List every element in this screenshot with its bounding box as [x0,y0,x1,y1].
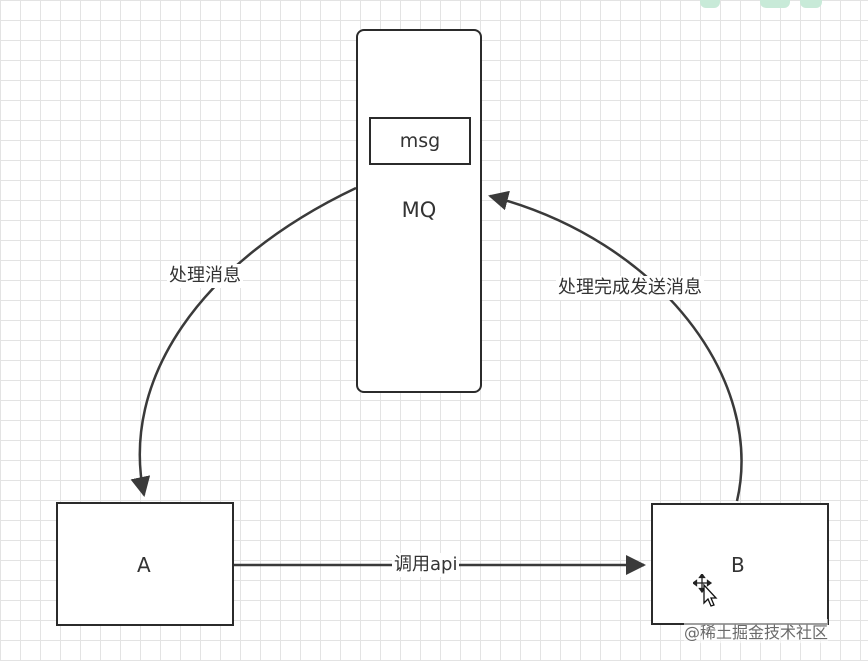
watermark: @稀土掘金技术社区 [684,619,829,643]
toolbar-decoration [700,0,822,8]
msg-box[interactable]: msg [369,117,471,165]
node-a[interactable] [56,502,234,626]
msg-label: msg [399,130,441,152]
mq-label: MQ [401,198,437,222]
deco-shape-2 [760,0,790,8]
node-a-label: A [137,553,151,577]
edge-label-done-send-message: 处理完成发送消息 [556,276,704,300]
deco-shape-1 [700,0,720,8]
edge-label-process-message: 处理消息 [167,264,243,288]
deco-shape-3 [800,0,822,8]
edge-label-call-api: 调用api [392,553,460,577]
edge-b-to-mq[interactable] [488,190,743,502]
node-b-label: B [731,553,745,577]
edge-mq-to-a[interactable] [130,186,357,497]
move-cursor-icon [693,574,718,607]
node-b[interactable] [651,503,829,625]
mq-node[interactable] [356,29,482,393]
